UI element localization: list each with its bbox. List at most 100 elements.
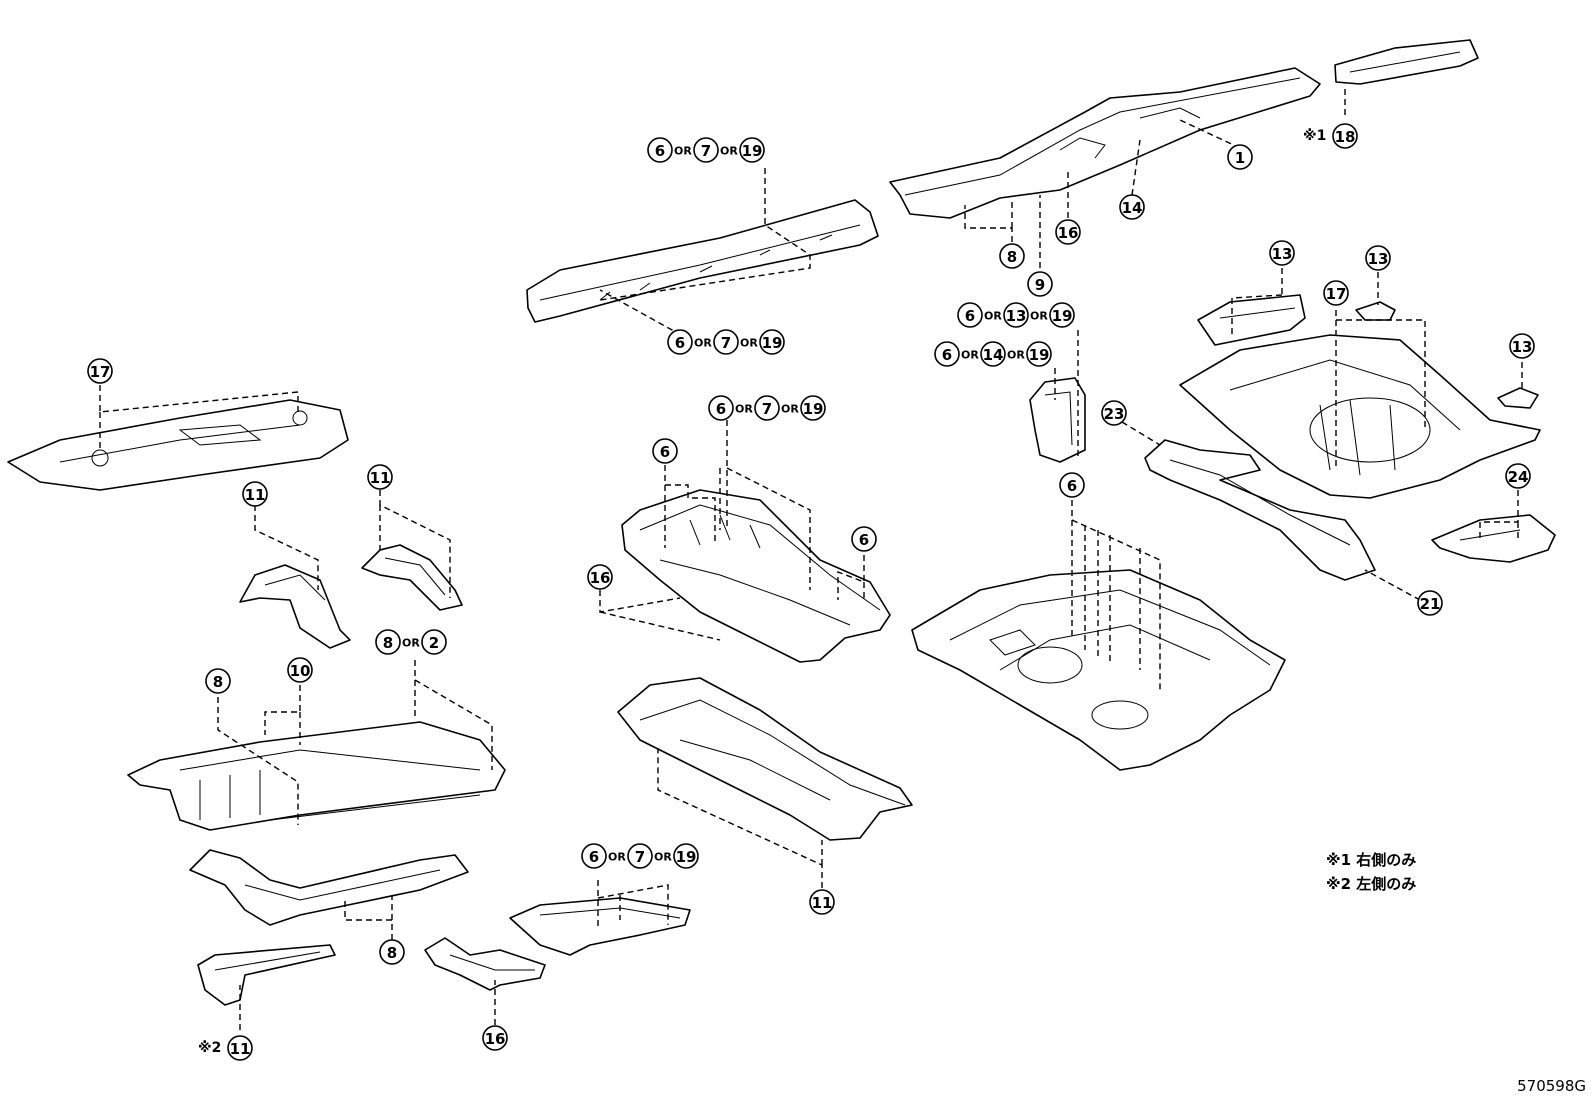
callout-number-text: 11 xyxy=(370,469,391,487)
legend-notes: ※1 右側のみ ※2 左側のみ xyxy=(1326,848,1416,896)
callout-number-text: 9 xyxy=(1035,276,1045,294)
callout-number: 18 xyxy=(1332,123,1358,149)
callout-number: 13 xyxy=(1003,302,1029,328)
callout-number-text: 6 xyxy=(589,848,599,866)
callout-number: 6 xyxy=(667,329,693,355)
callout-number: 19 xyxy=(673,843,699,869)
or-separator: OR xyxy=(740,337,758,350)
callout-circle xyxy=(652,438,678,464)
callout-circle xyxy=(1055,219,1081,245)
callout-number: 21 xyxy=(1417,590,1443,616)
callout-circle xyxy=(421,629,447,655)
callout-c13a: 13 xyxy=(1269,240,1295,266)
callout-number-text: 19 xyxy=(676,848,697,866)
callout-c8a: 8 xyxy=(999,243,1025,269)
or-separator: OR xyxy=(654,851,672,864)
callout-number-text: 19 xyxy=(803,400,824,418)
part-rear-bracket-13c xyxy=(1497,387,1539,409)
callout-number: 6 xyxy=(581,843,607,869)
callout-circle xyxy=(1027,271,1053,297)
callout-circle xyxy=(1417,590,1443,616)
callout-number-text: 7 xyxy=(721,334,731,352)
callout-c1: 1 xyxy=(1227,144,1253,170)
callout-circle xyxy=(800,395,826,421)
callout-number: 7 xyxy=(627,843,653,869)
callout-number-text: 16 xyxy=(590,569,611,587)
note-2-text: 左側のみ xyxy=(1356,875,1417,893)
or-separator: OR xyxy=(1007,349,1025,362)
callout-circle xyxy=(1227,144,1253,170)
callout-number: 14 xyxy=(980,341,1006,367)
callout-circle xyxy=(667,329,693,355)
callout-circle xyxy=(809,889,835,915)
callout-number: 6 xyxy=(708,395,734,421)
callout-circle xyxy=(1119,194,1145,220)
callout-number-text: 6 xyxy=(675,334,685,352)
callout-number: 17 xyxy=(87,358,113,384)
callout-number-text: 19 xyxy=(1029,346,1050,364)
callout-number-text: 13 xyxy=(1512,338,1533,356)
callout-number: 7 xyxy=(754,395,780,421)
callout-circle xyxy=(1269,240,1295,266)
callout-number-text: 8 xyxy=(383,634,393,652)
callout-number: 8 xyxy=(375,629,401,655)
callout-circle xyxy=(1026,341,1052,367)
callout-number: 9 xyxy=(1027,271,1053,297)
callout-number-text: 13 xyxy=(1368,250,1389,268)
callout-c24: 24 xyxy=(1505,463,1531,489)
callout-number-text: 6 xyxy=(655,142,665,160)
callout-c14: 14 xyxy=(1119,194,1145,220)
or-separator: OR xyxy=(1030,310,1048,323)
callout-number-text: 8 xyxy=(387,944,397,962)
callout-number-text: 11 xyxy=(230,1040,251,1058)
callout-number-text: 14 xyxy=(1122,199,1143,217)
part-pillar-member xyxy=(1029,377,1086,463)
part-crossmember-front xyxy=(617,677,913,841)
note-2-mark: ※2 xyxy=(1326,875,1352,893)
part-reinforcement-right xyxy=(1334,39,1479,85)
callout-number-text: 2 xyxy=(429,634,439,652)
callout-number: 24 xyxy=(1505,463,1531,489)
callout-number-text: 21 xyxy=(1420,595,1441,613)
part-rear-crossmember xyxy=(1144,439,1376,581)
part-floor-side-left xyxy=(127,721,506,831)
callout-c11a: 11 xyxy=(242,481,268,507)
part-bracket-c xyxy=(197,944,336,1006)
callout-circle xyxy=(287,657,313,683)
callout-circle xyxy=(708,395,734,421)
callout-number: 11 xyxy=(809,889,835,915)
callout-circle xyxy=(1003,302,1029,328)
callout-number: 7 xyxy=(713,329,739,355)
callout-number: 6 xyxy=(934,341,960,367)
part-rear-bracket-13b xyxy=(1355,301,1396,321)
or-separator: OR xyxy=(694,337,712,350)
callout-number-text: 17 xyxy=(1326,285,1347,303)
callout-circle xyxy=(739,137,765,163)
callout-number: 23 xyxy=(1101,400,1127,426)
note-1: ※1 右側のみ xyxy=(1326,848,1416,872)
part-side-member-rear xyxy=(889,67,1321,219)
callout-number: 13 xyxy=(1269,240,1295,266)
callout-c8c: 8 xyxy=(379,939,405,965)
callout-circle xyxy=(379,939,405,965)
callout-number: 8 xyxy=(999,243,1025,269)
part-front-floor-left xyxy=(7,399,349,491)
part-bracket-d xyxy=(424,937,546,991)
callout-number: 16 xyxy=(482,1025,508,1051)
callout-number: 6 xyxy=(652,438,678,464)
callout-circle xyxy=(957,302,983,328)
callout-circle xyxy=(87,358,113,384)
part-floor-pan-center xyxy=(911,569,1286,771)
callout-number-text: 6 xyxy=(660,443,670,461)
callout-number-text: 11 xyxy=(812,894,833,912)
callout-circle xyxy=(1509,333,1535,359)
or-separator: OR xyxy=(984,310,1002,323)
callout-number: 8 xyxy=(379,939,405,965)
